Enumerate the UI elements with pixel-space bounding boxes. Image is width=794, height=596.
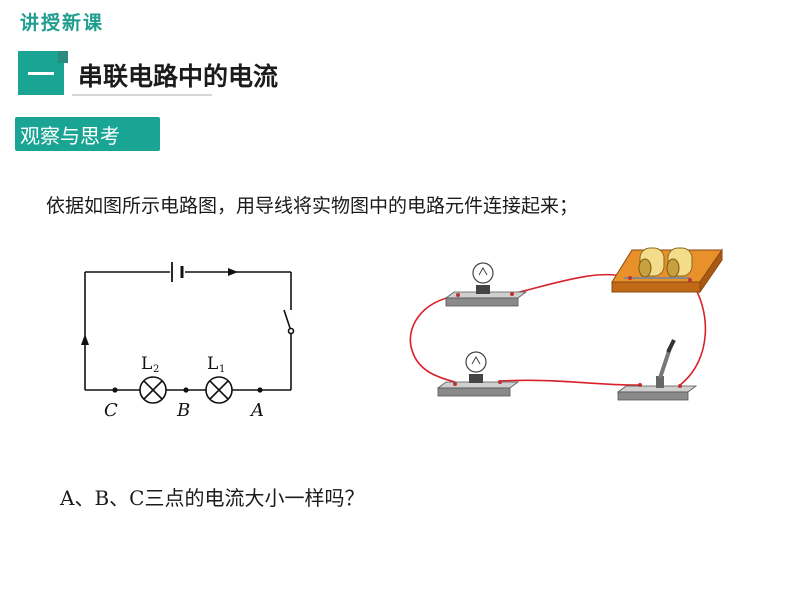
battery-icon — [171, 262, 184, 282]
circuit-schematic — [84, 271, 292, 391]
lamp-upper-icon — [444, 262, 528, 307]
point-c-dot — [112, 387, 118, 393]
knife-switch-icon — [616, 339, 698, 401]
lamp1-sub: 1 — [219, 364, 225, 375]
point-c-label: C — [104, 400, 118, 421]
arrow-up-icon — [81, 334, 89, 345]
lamp1-label: L — [207, 354, 218, 374]
section-number-box — [18, 51, 64, 95]
point-b-label: B — [176, 400, 190, 421]
switch-icon — [283, 309, 295, 335]
observe-tag-label: 观察与思考 — [20, 124, 120, 148]
arrow-right-icon — [228, 268, 238, 276]
section-title: 串联电路中的电流 — [78, 62, 279, 91]
question-text: A、B、C三点的电流大小一样吗？ — [60, 486, 365, 510]
point-a-dot — [257, 387, 263, 393]
section-corner-decoration — [58, 51, 68, 63]
lamp2-label: L — [141, 354, 152, 374]
lamp-l1-icon — [205, 376, 233, 404]
point-a-label: A — [249, 400, 264, 421]
section-underline — [72, 94, 212, 96]
observe-tag — [15, 117, 160, 151]
lamp2-sub: 2 — [153, 364, 159, 375]
lamp-lower-icon — [436, 351, 520, 397]
lamp-l2-icon — [139, 376, 167, 404]
point-b-dot — [183, 387, 189, 393]
instruction-text: 依据如图所示电路图，用导线将实物图中的电路元件连接起来； — [46, 195, 579, 217]
dash-icon — [28, 72, 54, 75]
battery-holder-icon — [611, 247, 723, 294]
lesson-header: 讲授新课 — [20, 12, 105, 34]
